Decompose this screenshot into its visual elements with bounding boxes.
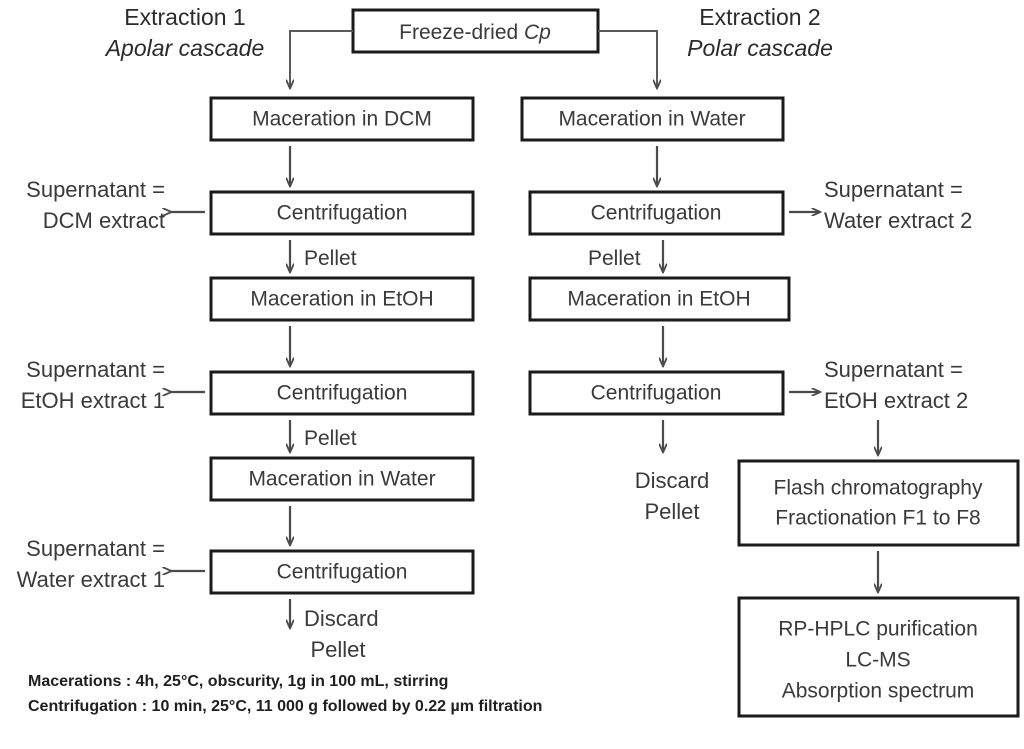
centrifugation-2-box [209, 370, 475, 416]
dcm-extract-line2: DCM extract [43, 208, 165, 233]
node-maceration-etoh-r[interactable]: Maceration in EtOH [528, 276, 791, 322]
water-extract-1-line1: Supernatant = [26, 536, 165, 561]
node-maceration-water[interactable]: Maceration in Water [209, 456, 475, 502]
branch-heading-extraction-2: Extraction 2 Polar cascade [687, 4, 833, 61]
flash-chromatography-box [737, 459, 1020, 547]
maceration-etoh-r-box [528, 276, 791, 322]
rp-hplc-box [737, 596, 1020, 718]
maceration-water-box [209, 456, 475, 502]
dcm-extract-line1: Supernatant = [26, 177, 165, 202]
edge-note-pellet-2: Pellet [304, 427, 357, 450]
discard-left-line1: Discard [304, 606, 379, 631]
centrifugation-2r-box [528, 370, 785, 416]
node-centrifugation-1[interactable]: Centrifugation [209, 190, 475, 236]
etoh-extract-2-line1: Supernatant = [824, 357, 963, 382]
water-extract-1-line2: Water extract 1 [17, 567, 165, 592]
flash-line-1: Flash chromatography [774, 477, 983, 500]
node-rp-hplc[interactable]: RP-HPLC purification LC-MS Absorption sp… [737, 596, 1020, 718]
maceration-water-r-label: Maceration in Water [558, 108, 745, 131]
centrifugation-1r-box [528, 190, 785, 236]
node-maceration-etoh[interactable]: Maceration in EtOH [209, 276, 475, 322]
node-flash-chromatography[interactable]: Flash chromatography Fractionation F1 to… [737, 459, 1020, 547]
maceration-dcm-box [209, 96, 475, 142]
etoh-extract-1-line2: EtOH extract 1 [21, 388, 165, 413]
node-maceration-water-r[interactable]: Maceration in Water [520, 96, 785, 142]
rp-hplc-line-3: Absorption spectrum [782, 680, 975, 703]
water-extract-2-line1: Supernatant = [824, 177, 963, 202]
footnote-macerations: Macerations : 4h, 25°C, obscurity, 1g in… [28, 673, 448, 690]
centrifugation-2r-label: Centrifugation [591, 382, 722, 405]
branch-subtitle-right: Polar cascade [687, 35, 833, 61]
node-maceration-dcm[interactable]: Maceration in DCM [209, 96, 475, 142]
output-dcm-extract: Supernatant = DCM extract [26, 177, 165, 233]
maceration-etoh-box [209, 276, 475, 322]
output-water-extract-1: Supernatant = Water extract 1 [17, 536, 165, 592]
maceration-water-label: Maceration in Water [248, 468, 435, 491]
discard-right-line1: Discard [635, 468, 710, 493]
maceration-dcm-label: Maceration in DCM [252, 108, 432, 131]
centrifugation-3-box [209, 549, 475, 595]
centrifugation-1-box [209, 190, 475, 236]
node-centrifugation-2[interactable]: Centrifugation [209, 370, 475, 416]
edge-note-pellet-r1: Pellet [588, 247, 641, 270]
node-centrifugation-3[interactable]: Centrifugation [209, 549, 475, 595]
water-extract-2-line2: Water extract 2 [824, 208, 972, 233]
etoh-extract-1-line1: Supernatant = [26, 357, 165, 382]
output-etoh-extract-2: Supernatant = EtOH extract 2 [824, 357, 968, 413]
branch-subtitle-left: Apolar cascade [104, 35, 265, 61]
centrifugation-1-label: Centrifugation [277, 202, 408, 225]
centrifugation-3-label: Centrifugation [277, 561, 408, 584]
terminal-discard-pellet-right: Discard Pellet [635, 468, 710, 524]
branch-title-left: Extraction 1 [124, 4, 245, 30]
flash-line-2: Fractionation F1 to F8 [775, 507, 980, 530]
etoh-extract-2-line2: EtOH extract 2 [824, 388, 968, 413]
edge-note-pellet-1: Pellet [304, 247, 357, 270]
rp-hplc-line-2: LC-MS [845, 649, 910, 672]
freeze-dried-main: Freeze-dried [399, 21, 524, 44]
output-etoh-extract-1: Supernatant = EtOH extract 1 [21, 357, 165, 413]
connector-source-to-right [598, 30, 657, 88]
maceration-water-r-box [520, 96, 785, 142]
freeze-dried-label: Freeze-dried Cp [399, 21, 551, 44]
node-centrifugation-1r[interactable]: Centrifugation [528, 190, 785, 236]
branch-title-right: Extraction 2 [699, 4, 820, 30]
discard-left-line2: Pellet [310, 637, 365, 662]
output-water-extract-2: Supernatant = Water extract 2 [824, 177, 972, 233]
node-centrifugation-2r[interactable]: Centrifugation [528, 370, 785, 416]
centrifugation-1r-label: Centrifugation [591, 202, 722, 225]
footnotes: Macerations : 4h, 25°C, obscurity, 1g in… [28, 673, 542, 715]
node-freeze-dried-cp[interactable]: Freeze-dried Cp [351, 8, 600, 54]
maceration-etoh-r-label: Maceration in EtOH [567, 288, 750, 311]
terminal-discard-pellet-left: Discard Pellet [304, 606, 379, 662]
freeze-dried-species: Cp [524, 21, 551, 44]
maceration-etoh-label: Maceration in EtOH [250, 288, 433, 311]
discard-right-line2: Pellet [644, 499, 699, 524]
rp-hplc-line-1: RP-HPLC purification [778, 618, 978, 641]
centrifugation-2-label: Centrifugation [277, 382, 408, 405]
connector-source-to-left [290, 30, 353, 88]
footnote-centrifugation: Centrifugation : 10 min, 25°C, 11 000 g … [28, 698, 542, 715]
branch-heading-extraction-1: Extraction 1 Apolar cascade [104, 4, 265, 61]
